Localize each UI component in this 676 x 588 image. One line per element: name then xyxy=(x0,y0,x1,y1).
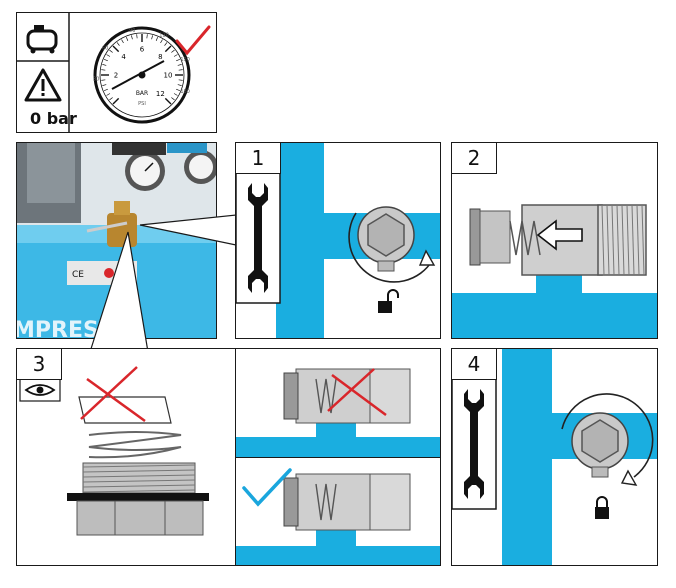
gauge-tick xyxy=(160,39,163,44)
gauge-tick xyxy=(102,84,107,86)
gauge-tick xyxy=(103,88,108,92)
gauge-bar-tick-label: 10 xyxy=(164,72,173,80)
gauge-tick xyxy=(173,93,178,96)
gauge-psi-tick-label: 180 xyxy=(180,89,190,95)
gauge-tick xyxy=(103,58,108,62)
gauge-unit-primary: BAR xyxy=(136,90,148,97)
step-2-number: 2 xyxy=(452,143,497,174)
gauge-bar-tick-label: 4 xyxy=(121,53,126,61)
gauge-psi-tick-label: 120 xyxy=(159,33,169,39)
gauge-tick xyxy=(101,79,106,81)
warning-box: 0 bar 2 4 6 8 10 12 30 60 90 120 150 180 BAR PSI xyxy=(16,12,217,133)
wrench-icon xyxy=(248,183,268,293)
gauge-tick xyxy=(106,93,111,96)
cross-icon xyxy=(80,366,146,423)
ce-mark: CE xyxy=(72,270,84,280)
gauge-tick xyxy=(109,97,113,101)
gauge-psi-tick-label: 60 xyxy=(102,45,108,51)
step-4-panel: 4 xyxy=(451,348,658,566)
gauge-tick xyxy=(112,45,120,53)
step-1-number: 1 xyxy=(236,143,281,174)
eye-icon xyxy=(24,384,56,396)
gauge-tick xyxy=(176,88,181,92)
gauge-tick xyxy=(112,97,120,105)
gauge-bar-tick-label: 8 xyxy=(158,53,162,61)
gauge-tick xyxy=(164,42,168,46)
gauge-tick xyxy=(151,35,153,40)
brand-text: MPRESSO xyxy=(17,318,132,339)
pressure-gauge: 2 4 6 8 10 12 30 60 90 120 150 180 BAR PSI xyxy=(93,25,211,124)
gauge-tick xyxy=(121,39,124,44)
check-mark-icon xyxy=(175,25,211,56)
gauge-tick xyxy=(177,64,182,66)
rotate-arrow-icon xyxy=(348,212,433,283)
cross-icon xyxy=(327,368,387,417)
step-1-panel: 1 xyxy=(235,142,441,339)
step-3-correct-panel xyxy=(235,457,441,566)
arrow-left-icon xyxy=(536,219,583,251)
gauge-needle xyxy=(111,60,165,90)
gauge-tick xyxy=(176,58,181,62)
step-3-panel: 3 xyxy=(16,348,236,566)
step-3-number: 3 xyxy=(17,349,62,380)
warning-icon xyxy=(24,68,62,102)
gauge-tick xyxy=(177,84,182,86)
gauge-tick xyxy=(171,97,175,101)
compressor-icon xyxy=(26,25,58,54)
gauge-tick xyxy=(109,49,113,53)
gauge-tick xyxy=(146,34,148,39)
gauge-psi-tick-label: 30 xyxy=(93,76,99,82)
gauge-tick xyxy=(155,36,159,41)
gauge-tick xyxy=(125,36,129,41)
wrench-icon xyxy=(464,389,484,499)
gauge-tick xyxy=(178,79,183,81)
gauge-psi-tick-label: 150 xyxy=(180,57,190,63)
compressor-photo: CE MPRESSO xyxy=(16,142,217,339)
unlock-icon xyxy=(378,289,399,313)
pressure-label: 0 bar xyxy=(30,109,77,128)
warning-box-art xyxy=(17,13,70,132)
gauge-tick xyxy=(164,45,172,53)
gauge-psi-tick-label: 90 xyxy=(129,28,135,34)
gauge-tick xyxy=(178,69,183,71)
gauge-tick xyxy=(131,35,133,40)
step-3-wrong-panel xyxy=(235,348,441,458)
gauge-tick xyxy=(101,69,106,71)
gauge-tick xyxy=(102,64,107,66)
gauge-tick xyxy=(116,42,120,46)
step-4-number: 4 xyxy=(452,349,497,380)
lock-icon xyxy=(595,496,609,519)
gauge-tick xyxy=(164,97,172,105)
gauge-bar-tick-label: 12 xyxy=(156,90,165,98)
gauge-bar-tick-label: 2 xyxy=(114,72,118,80)
valve-nut xyxy=(571,412,629,478)
valve-nut xyxy=(357,206,415,272)
gauge-unit-secondary: PSI xyxy=(138,101,146,107)
gauge-tick xyxy=(173,54,178,57)
gauge-bar-tick-label: 6 xyxy=(140,46,145,54)
check-mark-icon xyxy=(242,468,292,507)
step-2-panel: 2 xyxy=(451,142,658,339)
rotate-arrow-icon xyxy=(561,393,654,478)
gauge-tick xyxy=(136,34,138,39)
gauge-tick xyxy=(171,49,175,53)
gauge-tick xyxy=(106,54,111,57)
